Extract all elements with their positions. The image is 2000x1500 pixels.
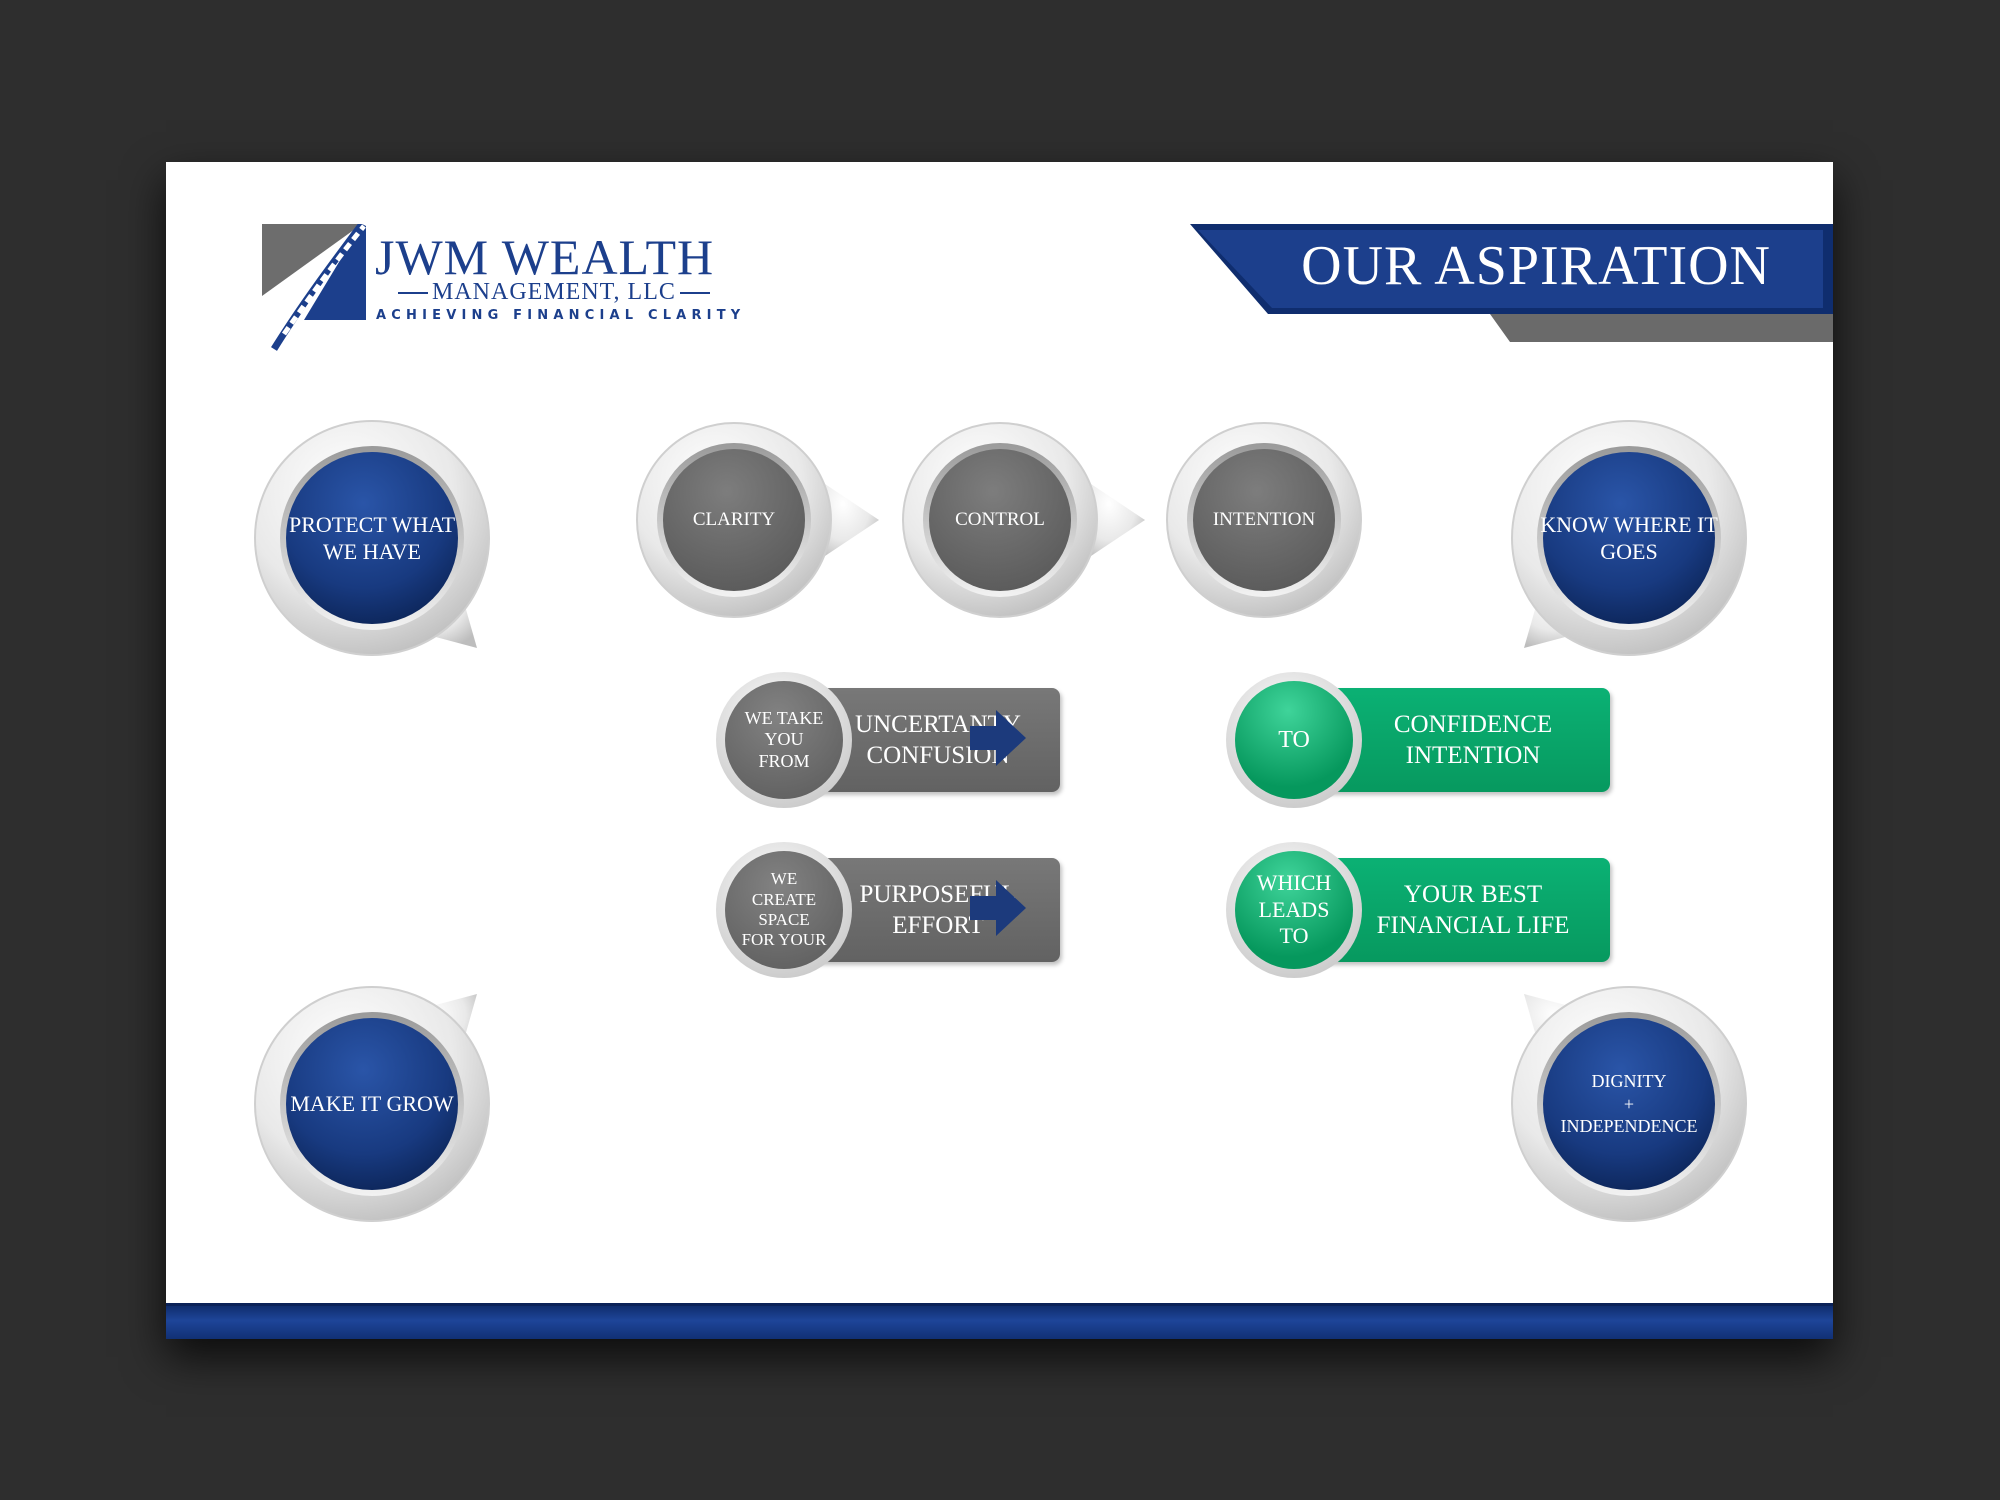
connector-badge: TO [1226, 672, 1362, 808]
to-line: FINANCIAL LIFE [1376, 912, 1570, 939]
arrow-right-icon [970, 710, 1026, 766]
bubble-line: + [1623, 1093, 1635, 1114]
badge-text: WE CREATE SPACE FOR YOUR [741, 869, 827, 950]
connector-badge: WHICH LEADS TO [1226, 842, 1362, 978]
bubble-text: PROTECT WHAT WE HAVE [288, 511, 456, 565]
logo-tagline: ACHIEVING FINANCIAL CLARITY [376, 308, 746, 323]
connector-text: TO [1278, 726, 1310, 753]
step-clarity: CLARITY [634, 420, 879, 620]
page-title: OUR ASPIRATION [1301, 235, 1771, 297]
bubble-line: INDEPENDENCE [1560, 1116, 1698, 1137]
row-badge: WE CREATE SPACE FOR YOUR [716, 842, 852, 978]
step-intention: INTENTION [1164, 420, 1364, 620]
bubble-text: KNOW WHERE IT GOES [1540, 511, 1718, 565]
logo-name: JWM WEALTH [375, 229, 715, 285]
badge-text: WE TAKE YOU FROM [744, 707, 824, 771]
arrow-right-icon [970, 880, 1026, 936]
bubble-line: DIGNITY [1591, 1071, 1667, 1092]
logo-subtitle: MANAGEMENT, LLC [394, 279, 714, 306]
from-line: EFFORT [892, 912, 984, 939]
bubble-text: DIGNITY + INDEPENDENCE [1539, 1014, 1719, 1194]
bubble-know: KNOW WHERE IT GOES [1509, 418, 1749, 658]
title-banner [1190, 222, 1833, 342]
to-text: YOUR BEST FINANCIAL LIFE [1336, 858, 1610, 962]
logo-feather-icon [262, 224, 366, 351]
to-text: CONFIDENCE INTENTION [1336, 688, 1610, 792]
step-text: CLARITY [692, 509, 776, 530]
company-logo: JWM WEALTH MANAGEMENT, LLC ACHIEVING FIN… [262, 224, 740, 354]
row-badge: WE TAKE YOU FROM [716, 672, 852, 808]
to-line: YOUR BEST [1403, 880, 1543, 908]
to-line: INTENTION [1405, 742, 1541, 769]
bubble-grow: MAKE IT GROW [252, 984, 492, 1224]
to-line: CONFIDENCE [1393, 710, 1553, 738]
bubble-protect: PROTECT WHAT WE HAVE [252, 418, 492, 658]
step-text: CONTROL [955, 509, 1045, 530]
step-text: INTENTION [1212, 509, 1316, 530]
footer-bar [166, 1303, 1833, 1339]
bubble-text: MAKE IT GROW [290, 1091, 454, 1117]
connector-text: WHICH LEADS TO [1256, 870, 1332, 949]
step-control: CONTROL [900, 420, 1145, 620]
slide: JWM WEALTH MANAGEMENT, LLC ACHIEVING FIN… [166, 162, 1833, 1339]
bubble-dignity: DIGNITY + INDEPENDENCE [1509, 984, 1749, 1224]
